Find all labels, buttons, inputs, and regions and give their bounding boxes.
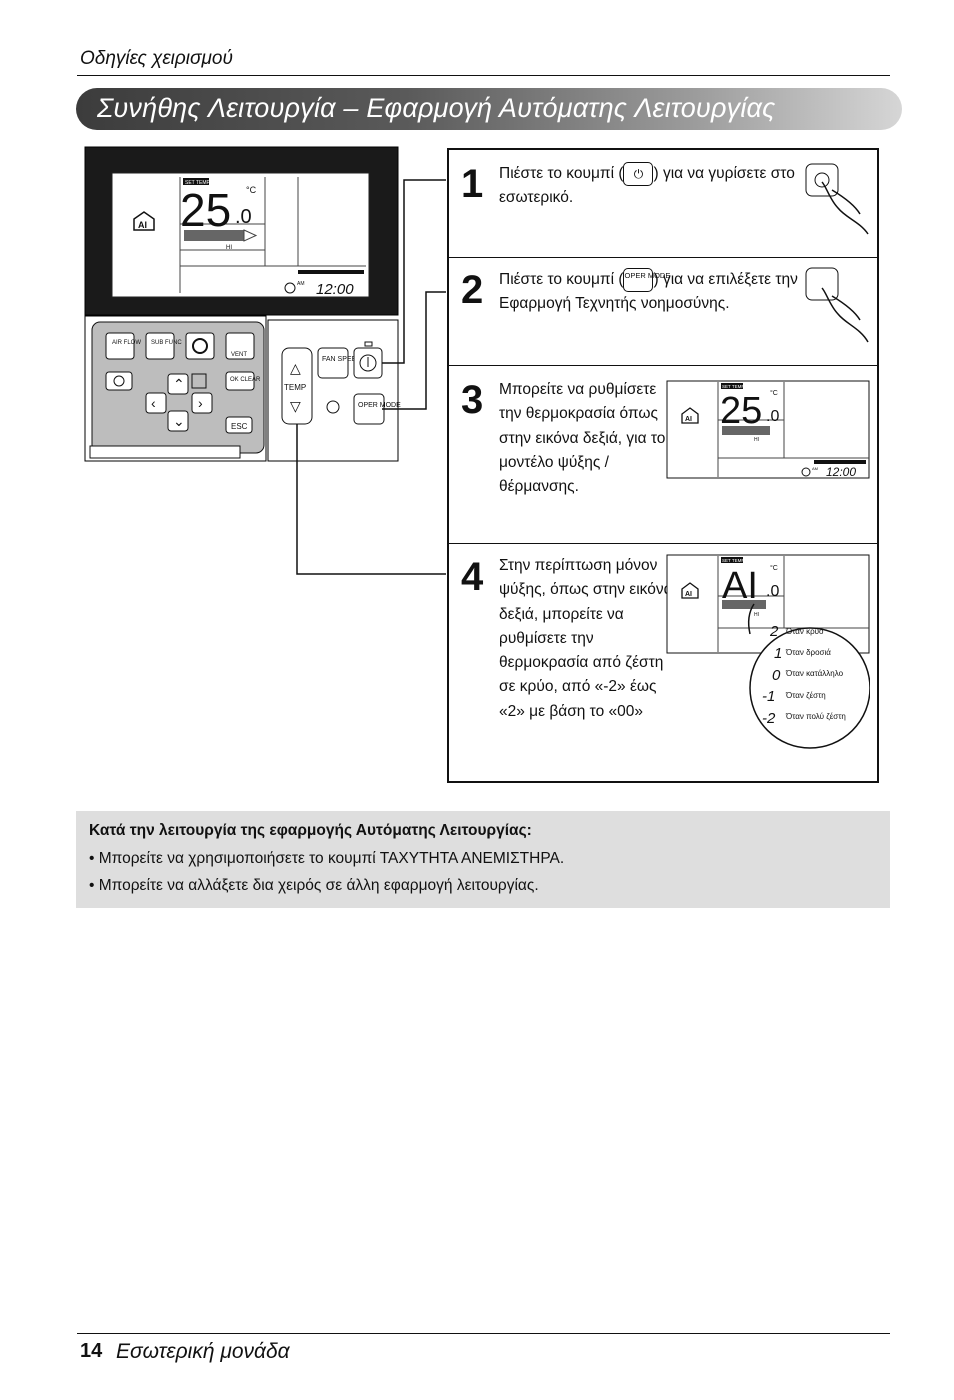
scale-value: 2 bbox=[769, 623, 779, 640]
running-header: Οδηγίες χειρισμού bbox=[80, 48, 233, 69]
power-icon: ⏻ bbox=[623, 162, 654, 186]
scale-value: 1 bbox=[774, 645, 782, 662]
arrow-left-icon[interactable]: ‹ bbox=[151, 395, 156, 411]
step-number: 1 bbox=[461, 162, 484, 206]
step-number: 2 bbox=[461, 268, 484, 312]
svg-text:SET TEMP: SET TEMP bbox=[722, 558, 744, 563]
step-2-text: Πιέστε το κουμπί (OPER MODE) για να επιλ… bbox=[499, 268, 798, 317]
steps-box bbox=[447, 148, 879, 783]
svg-text:HI: HI bbox=[754, 612, 759, 618]
svg-text:12:00: 12:00 bbox=[826, 465, 856, 479]
svg-text:°C: °C bbox=[770, 389, 778, 397]
display-temp: 25 bbox=[180, 184, 231, 236]
note-item: • Μπορείτε να χρησιμοποιήσετε το κουμπί … bbox=[89, 850, 565, 867]
temp-label: TEMP bbox=[284, 383, 306, 392]
scale-label: Όταν κατάλληλο bbox=[785, 669, 844, 678]
svg-text:°C: °C bbox=[770, 564, 778, 572]
scale-value: -2 bbox=[762, 710, 776, 727]
scale-label: Όταν ζέστη bbox=[785, 691, 826, 700]
step-3-display: SET TEMP 25 .0 °C HI AI AM 12:00 bbox=[666, 380, 870, 479]
air-flow-button[interactable]: AIR FLOW bbox=[112, 340, 141, 346]
arrow-right-icon[interactable]: › bbox=[198, 395, 203, 411]
footer-label: Εσωτερική μονάδα bbox=[116, 1340, 290, 1363]
esc-button[interactable]: ESC bbox=[231, 422, 248, 431]
note-title: Κατά την λειτουργία της εφαρμογής Αυτόμα… bbox=[89, 822, 532, 839]
svg-text:HI: HI bbox=[754, 437, 759, 443]
indicator-led bbox=[326, 400, 340, 414]
svg-text:.0: .0 bbox=[766, 408, 779, 425]
scale-label: Όταν δροσιά bbox=[785, 648, 831, 657]
home-icon bbox=[191, 373, 207, 389]
ai-mode-icon: AI bbox=[138, 220, 147, 230]
step-4-text: Στην περίπτωση μόνον ψύξης, όπως στην ει… bbox=[499, 557, 673, 720]
page-title: Συνήθης Λειτουργία – Εφαρμογή Αυτόματης … bbox=[97, 93, 776, 123]
arrow-down-icon[interactable]: ⌄ bbox=[173, 413, 185, 429]
arrow-up-icon[interactable]: ⌃ bbox=[173, 376, 185, 392]
title-banner bbox=[76, 88, 902, 130]
svg-text:25: 25 bbox=[720, 390, 762, 432]
page-number: 14 bbox=[80, 1340, 103, 1362]
note-item: • Μπορείτε να αλλάξετε δια χειρός σε άλλ… bbox=[89, 877, 539, 894]
display-clock: 12:00 bbox=[316, 281, 354, 298]
display-temp-decimal: .0 bbox=[235, 206, 252, 228]
power-icon[interactable] bbox=[359, 354, 377, 372]
step-divider bbox=[447, 543, 879, 544]
svg-text:.0: .0 bbox=[766, 583, 779, 600]
step-number: 3 bbox=[461, 378, 484, 422]
step-divider bbox=[447, 257, 879, 258]
temp-down-icon[interactable]: ▽ bbox=[290, 398, 301, 414]
step-3-text: Μπορείτε να ρυθμίσετε την θερμοκρασία όπ… bbox=[499, 381, 666, 496]
scale-label: Όταν κρύο bbox=[785, 627, 824, 636]
fan-label: HI bbox=[226, 245, 232, 251]
display-unit: °C bbox=[246, 185, 257, 195]
scale-value: 0 bbox=[772, 667, 781, 684]
fan-speed-button[interactable]: FAN SPEED bbox=[322, 356, 361, 363]
scale-magnifier bbox=[749, 627, 870, 749]
timer-clock-icon[interactable] bbox=[113, 375, 125, 387]
note-box bbox=[76, 811, 890, 908]
ok-clear-button[interactable]: OK CLEAR bbox=[230, 377, 261, 383]
svg-text:SET TEMP: SET TEMP bbox=[722, 384, 744, 389]
header-rule bbox=[77, 75, 890, 76]
hand-press-oper-mode-icon bbox=[805, 267, 869, 343]
settings-gear-icon[interactable] bbox=[192, 338, 208, 354]
step-number: 4 bbox=[461, 555, 484, 599]
set-temp-badge: SET TEMP bbox=[185, 180, 210, 186]
svg-text:AM: AM bbox=[812, 466, 818, 471]
temp-up-icon[interactable]: △ bbox=[290, 360, 301, 376]
oper-mode-button[interactable]: OPER MODE bbox=[358, 402, 401, 409]
oper-mode-icon: OPER MODE bbox=[623, 268, 670, 292]
sub-func-button[interactable]: SUB FUNC bbox=[151, 340, 182, 346]
footer-rule bbox=[77, 1333, 890, 1334]
svg-text:AI: AI bbox=[685, 591, 692, 598]
scale-value: -1 bbox=[762, 688, 775, 705]
remote-illustration: SET TEMP 25 .0 °C HI AI AM 12:00 AIR FLO… bbox=[84, 146, 446, 575]
hand-press-power-icon bbox=[805, 163, 869, 235]
vent-button[interactable]: VENT bbox=[231, 352, 247, 358]
scale-list: 2 Όταν κρύο 1 Όταν δροσιά 0 Όταν κατάλλη… bbox=[762, 623, 846, 727]
step-4-display: SET TEMP AI .0 °C HI AI 2 Όταν κρύο 1 Ότ… bbox=[666, 554, 870, 749]
am-label: AM bbox=[297, 281, 305, 287]
step-1-text: Πιέστε το κουμπί (⏻) για να γυρίσετε στο… bbox=[499, 162, 795, 211]
step-divider bbox=[447, 365, 879, 366]
scale-label: Όταν πολύ ζέστη bbox=[785, 712, 846, 721]
svg-text:AI: AI bbox=[685, 416, 692, 423]
